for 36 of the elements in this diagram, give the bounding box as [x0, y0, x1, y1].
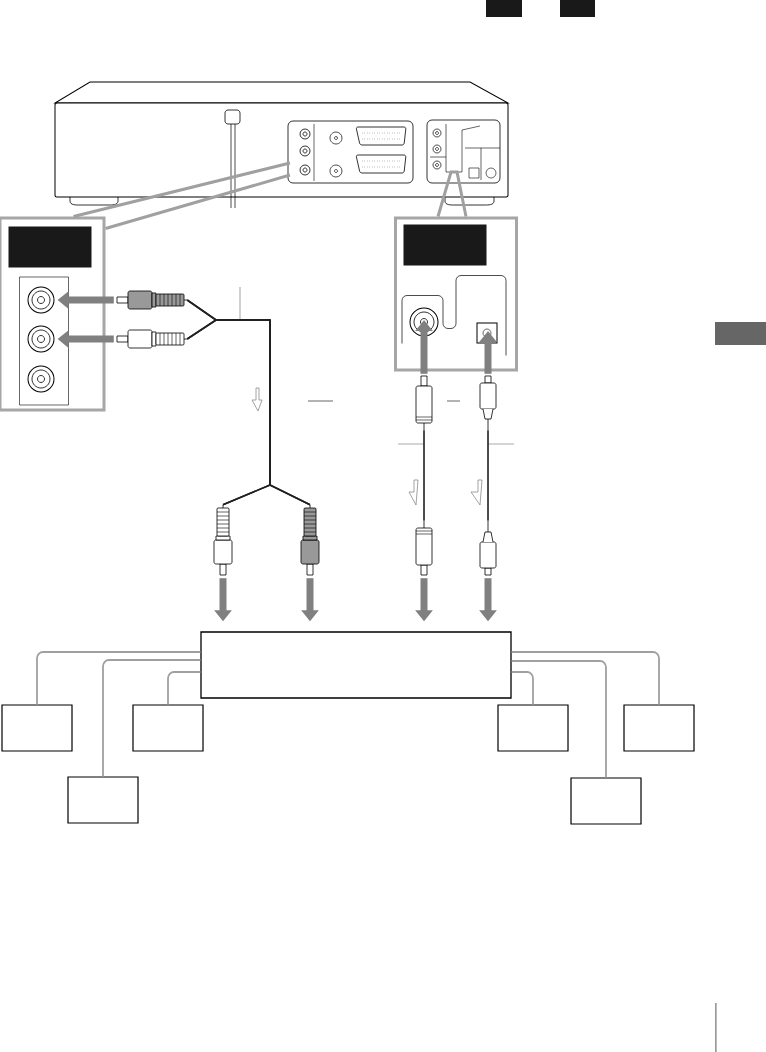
label-block	[8, 226, 92, 268]
label-block	[403, 224, 487, 266]
jack-socket	[27, 365, 55, 393]
plug-drawing	[213, 504, 233, 576]
plug-drawing	[479, 520, 497, 576]
speaker-box	[132, 704, 204, 752]
inset-frame	[0, 216, 106, 412]
leader-line	[72, 161, 292, 230]
cable	[423, 429, 425, 522]
inset-frame	[394, 216, 518, 372]
wire-line	[510, 660, 607, 779]
wire-line	[167, 671, 202, 706]
speaker-box	[1, 704, 73, 752]
cable	[487, 429, 489, 522]
optical-socket	[476, 322, 498, 344]
plug-drawing	[415, 375, 433, 431]
plug-drawing	[116, 290, 188, 310]
jack-socket	[409, 307, 439, 337]
plug-drawing	[116, 329, 188, 349]
speaker-box	[570, 777, 642, 825]
amplifier-box	[200, 631, 512, 699]
plug-drawing	[415, 520, 433, 576]
wire-line	[510, 671, 534, 706]
wire-line	[102, 659, 202, 778]
jack-socket	[27, 286, 55, 314]
speaker-box	[67, 776, 139, 824]
plug-drawing	[300, 504, 320, 576]
wire-line	[510, 651, 660, 706]
player-drawing	[54, 81, 509, 209]
plug-drawing	[479, 375, 497, 431]
jack-panel	[19, 276, 69, 406]
wire-line	[36, 651, 202, 706]
speaker-box	[623, 704, 695, 752]
jack-socket	[27, 325, 55, 353]
speaker-box	[497, 704, 569, 752]
leader-line	[436, 170, 468, 217]
